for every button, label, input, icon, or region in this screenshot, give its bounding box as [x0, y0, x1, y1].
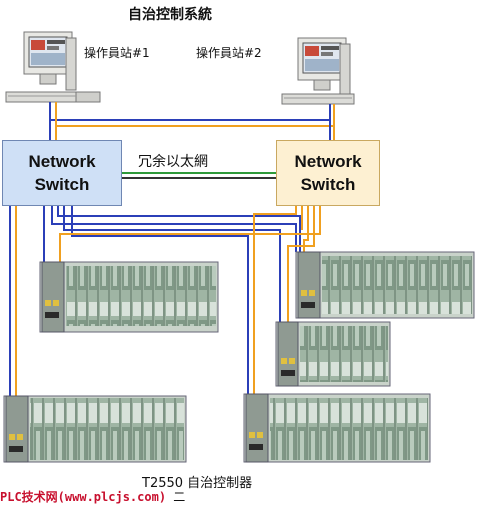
network-switch-right: Network Switch — [276, 140, 380, 206]
switch-right-line2: Switch — [300, 175, 356, 194]
footer-watermark: PLC技术网(www.plcjs.com) 二 — [0, 488, 185, 505]
workstation-links — [49, 102, 335, 140]
redundant-ethernet-label: 冗余以太網 — [138, 154, 208, 170]
controller-rack-4 — [3, 395, 187, 463]
switch-left-line2: Switch — [34, 175, 90, 194]
network-switch-left: Network Switch — [2, 140, 122, 206]
workstation-1-computer — [5, 31, 101, 103]
controller-rack-2 — [295, 251, 475, 319]
controller-rack-3 — [275, 321, 391, 387]
footer-tail-text: 二 — [173, 490, 186, 504]
controller-rack-5 — [243, 393, 431, 463]
redundant-ethernet-links — [122, 172, 276, 179]
workstation-2-label: 操作員站#2 — [196, 46, 262, 60]
controller-links — [9, 206, 321, 400]
controller-rack-1 — [39, 261, 219, 333]
workstation-2-computer — [281, 37, 355, 105]
switch-left-line1: Network — [28, 152, 96, 171]
switch-right-line1: Network — [294, 152, 362, 171]
workstation-1-label: 操作員站#1 — [84, 46, 150, 60]
controller-caption: T2550 自治控制器 — [142, 476, 253, 491]
watermark-text: PLC技术网(www.plcjs.com) — [0, 490, 167, 504]
diagram-title: 自治控制系統 — [128, 7, 212, 23]
